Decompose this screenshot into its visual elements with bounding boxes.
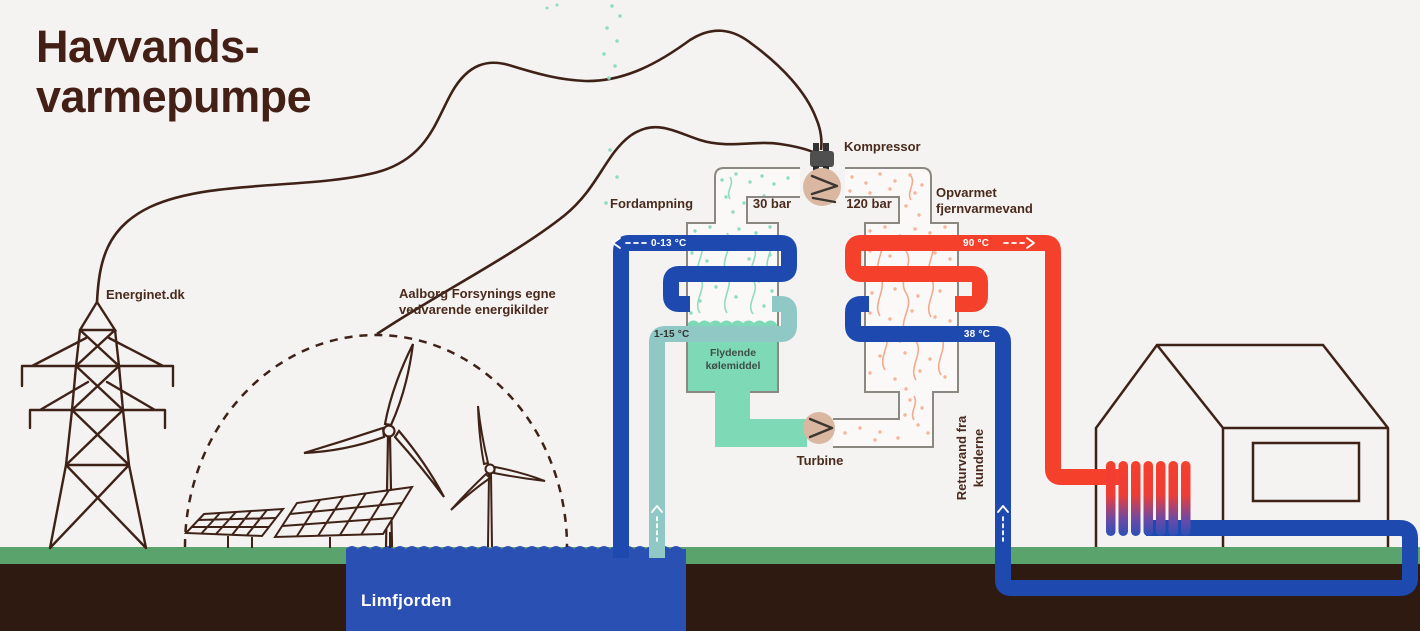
vapor-dots-teal (689, 172, 790, 315)
house (1094, 343, 1390, 547)
power-line-from-grid (95, 29, 823, 303)
label-30bar: 30 bar (752, 196, 792, 211)
label-renewables: Aalborg Forsynings egne vedvarende energ… (399, 286, 556, 317)
temp-seawater-in: 0-13 °C (651, 238, 687, 249)
vapor-trail-dots (545, 3, 622, 205)
power-line-from-renewables (376, 126, 818, 336)
compressor-chevron-icon (810, 174, 839, 204)
district-supply-pipe (845, 235, 1122, 485)
house-window (1251, 441, 1361, 503)
seawater-return-pipe (649, 296, 797, 558)
flow-arrow-up-teal-icon (651, 505, 663, 542)
plug-prong-icon (823, 143, 829, 152)
label-returvand: Returvand fra kunderne (954, 415, 986, 501)
title-line-2: varmepumpe (36, 71, 312, 122)
flow-arrow-up-blue-icon (997, 505, 1009, 542)
label-opvarmet: Opvarmet fjernvarmevand (936, 185, 1033, 216)
radiator (1106, 461, 1191, 536)
soil-band (0, 564, 1420, 631)
refrigerant-funnel (715, 391, 807, 447)
label-flydende-koelemiddel: Flydende kølemiddel (705, 347, 761, 372)
power-pylon (20, 299, 175, 550)
flow-arrow-supply-icon (1003, 237, 1035, 249)
compressor (803, 143, 841, 206)
temp-district-supply: 90 °C (963, 238, 990, 249)
limfjorden-water (346, 546, 686, 631)
label-fordampning: Fordampning (610, 196, 694, 211)
label-120bar: 120 bar (846, 196, 892, 211)
label-limfjorden: Limfjorden (361, 591, 452, 610)
label-turbine: Turbine (796, 453, 844, 468)
temp-district-return: 38 °C (963, 329, 990, 340)
plug-prong-icon (813, 143, 819, 152)
temp-seawater-out: 1-15 °C (654, 329, 690, 340)
page-title: Havvands- varmepumpe (36, 21, 312, 122)
vapor-dots-orange (843, 172, 954, 442)
title-line-1: Havvands- (36, 21, 260, 72)
turbine (803, 412, 835, 444)
label-energinet: Energinet.dk (106, 287, 185, 302)
solar-panel-small (183, 507, 286, 548)
renewables-dome-arc (183, 333, 569, 548)
solar-panel-large (273, 485, 414, 548)
grass-band (0, 547, 1420, 564)
label-kompressor: Kompressor (844, 139, 921, 154)
district-return-pipe (845, 296, 1418, 596)
wind-turbine-small (450, 405, 546, 548)
turbine-chevron-icon (808, 417, 834, 439)
flow-arrow-seawater-icon (612, 237, 649, 249)
plug-icon (810, 151, 834, 167)
